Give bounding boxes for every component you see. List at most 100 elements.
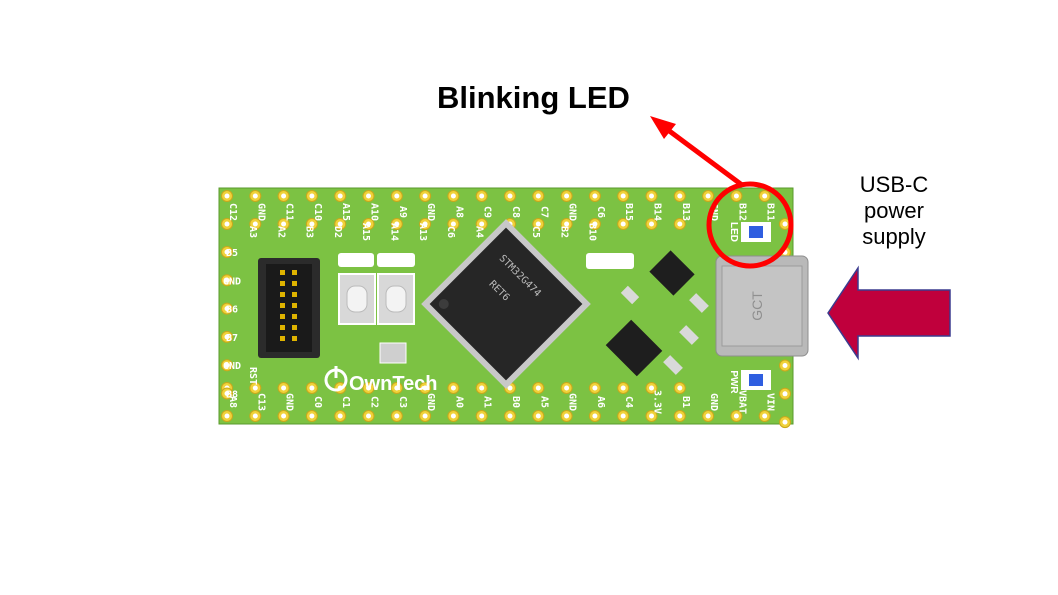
top-pin-label: GND (425, 203, 436, 221)
pin-hole-center (224, 391, 230, 396)
pin-hole-center (782, 363, 788, 368)
component-cap-4 (663, 355, 683, 375)
pin-hole-center (479, 221, 485, 227)
top-inner-pin-label: A15 (360, 223, 371, 241)
bottom-pin-label: C13 (255, 393, 266, 411)
page-title: Blinking LED (437, 80, 630, 115)
pin-hole-center (479, 385, 485, 391)
component-ic-top (649, 250, 695, 296)
bottom-pin-label: A8 (227, 396, 238, 408)
pin-hole-center (281, 193, 287, 199)
pin-hole-center (252, 221, 258, 227)
pin-hole-center (224, 277, 230, 283)
bottom-pin-label: A1 (482, 396, 493, 408)
pin-hole-center (762, 193, 768, 199)
pin-hole-center (705, 193, 711, 199)
pin-hole-center (649, 413, 654, 419)
top-inner-pin-label: B10 (587, 223, 598, 241)
red-arrow (650, 116, 744, 188)
pin-hole-center (733, 413, 739, 419)
jtag-connector (258, 258, 320, 358)
top-pin-label: A15 (340, 203, 351, 221)
top-pin-label: B11 (765, 203, 776, 221)
pin-hole-center (422, 221, 428, 227)
jtag-pin (280, 325, 285, 330)
pin-hole-center (535, 385, 541, 391)
pin-hole-center (309, 193, 315, 199)
left-pin-label: GND (223, 276, 241, 287)
pin-holes (221, 190, 791, 429)
crystal (379, 342, 407, 364)
jtag-pin (280, 281, 285, 286)
pin-hole-center (507, 413, 513, 419)
top-pin-label: C8 (510, 206, 521, 218)
pin-hole-center (535, 413, 541, 419)
bottom-pin-label: C2 (369, 396, 380, 408)
usb-power-label: USB-C power supply (840, 172, 948, 250)
bottom-pin-label: GND (567, 393, 578, 411)
top-inner-pin-label: A14 (389, 223, 400, 241)
pin-hole-center (394, 385, 400, 391)
pin-hole-center (366, 413, 371, 419)
jtag-pin (280, 303, 285, 308)
pin-hole-center (224, 306, 230, 312)
pin-hole-center (507, 193, 513, 199)
pin-hole-center (762, 413, 768, 419)
pin-hole-center (309, 221, 315, 227)
bottom-pin-label: C1 (340, 396, 351, 408)
top-pin-label: C11 (284, 203, 295, 221)
pin-hole-center (564, 413, 570, 419)
usb-label-line-1: USB-C (859, 172, 929, 197)
top-pin-label: C7 (538, 206, 549, 218)
blinking-led (741, 222, 771, 242)
pin-hole-center (366, 193, 371, 199)
usb-label-line-2: power (864, 198, 924, 223)
left-pin-label: B5 (226, 248, 238, 259)
pin-hole-center (337, 413, 343, 419)
top-pin-label: C9 (482, 206, 493, 218)
top-pin-label: A8 (453, 206, 464, 218)
jtag-pin (292, 292, 297, 297)
pin-hole-center (450, 193, 456, 199)
pin-hole-center (592, 413, 598, 419)
jtag-pin (292, 303, 297, 308)
pin-hole-center (224, 221, 230, 227)
bottom-pin-label: GND (708, 393, 719, 411)
pin-hole-center (782, 221, 788, 227)
rst-button[interactable]: RST (338, 253, 376, 325)
component-ic-bottom (605, 319, 663, 377)
bottom-pin-label: VIN (765, 393, 776, 411)
pin-hole-center (394, 193, 400, 199)
pin-hole-center (224, 362, 230, 368)
bottom-pin-label: 3.3V (652, 390, 663, 414)
pin-hole-center (309, 385, 315, 391)
bottom-pin-label: VBAT (736, 390, 747, 414)
pin-hole-center (281, 413, 287, 419)
top-inner-pin-label: B2 (558, 226, 569, 238)
jtag-pin (280, 336, 285, 341)
pin-hole-center (224, 413, 230, 419)
bottom-pin-label: A0 (453, 396, 464, 408)
btn-button[interactable]: BTN (377, 253, 415, 325)
pin-hole-center (535, 193, 541, 199)
bottom-pin-label: GND (284, 393, 295, 411)
pin-hole-center (507, 385, 513, 391)
pin-hole-center (705, 413, 711, 419)
rst-label: RST (345, 255, 367, 267)
top-inner-pin-label: A3 (247, 226, 258, 238)
bottom-pin-label: C3 (397, 396, 408, 408)
led-label: LED (728, 222, 739, 242)
pin-hole-center (649, 193, 654, 199)
pin-hole-center (224, 249, 230, 255)
jtag-pin (280, 292, 285, 297)
pin-hole-center (337, 221, 343, 227)
pin-hole-center (252, 193, 258, 199)
pin-hole-center (366, 221, 371, 227)
pin-hole-center (564, 385, 570, 391)
spin-label: SPIN (596, 255, 624, 269)
pin-hole-center (677, 221, 683, 227)
jtag-pin (280, 314, 285, 319)
top-pin-label: B12 (736, 203, 747, 221)
